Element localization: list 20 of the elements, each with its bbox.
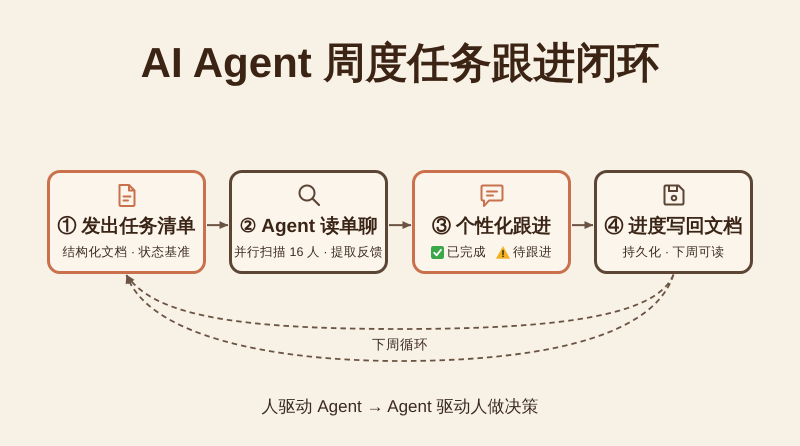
process-box (594, 170, 753, 274)
step-description: 持久化 · 下周可读 (622, 244, 725, 260)
arrow (389, 221, 412, 230)
process-box (412, 170, 571, 274)
step-title: ② Agent 读单聊 (240, 215, 378, 239)
step-description: 并行扫描 16 人 · 提取反馈 (234, 244, 383, 260)
arrow (207, 221, 228, 230)
dashed-arrow (126, 274, 674, 330)
title: AI Agent 周度任务跟进闭环 (140, 38, 660, 88)
step-title: ④ 进度写回文档 (604, 215, 743, 239)
step-description: 结构化文档 · 状态基准 (62, 244, 191, 260)
arrow (572, 221, 594, 230)
dashed-arrow (126, 274, 674, 362)
footer-note: 人驱动 Agent → Agent 驱动人做决策 (262, 396, 538, 418)
process-box (47, 170, 206, 274)
process-box (229, 170, 388, 274)
step-title: ① 发出任务清单 (57, 215, 196, 239)
status-label: 待跟进 (513, 244, 552, 260)
step-title: ③ 个性化跟进 (432, 215, 552, 239)
status-label: 已完成 (447, 244, 486, 260)
